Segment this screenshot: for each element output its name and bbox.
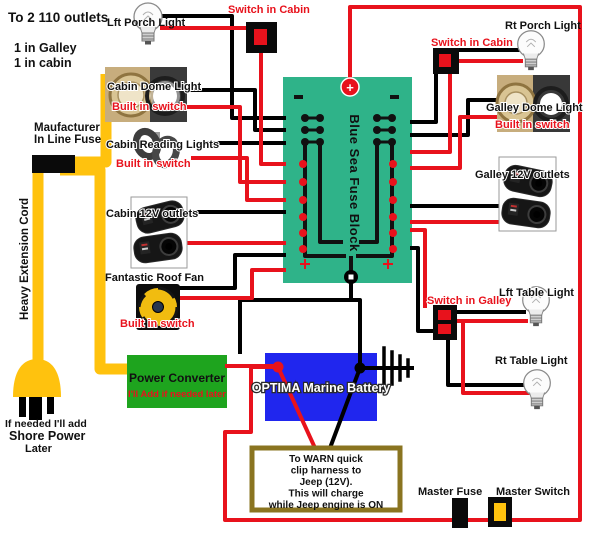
wire-dome-left-black [186,88,286,132]
label-extension-cord: Heavy Extension Cord [19,198,31,320]
hot-wires [160,5,582,522]
cabin-12v-outlets-photo [130,196,188,269]
cabin-switch-right [433,48,459,74]
wire-rtable-black [446,337,526,387]
wire-fan-red [174,268,286,300]
label-converter-note: I'll Add if needed later [128,389,226,400]
label-galley-note: 1 in Galley [14,41,77,55]
label-master-fuse: Master Fuse [418,486,482,498]
wire-reading-red [191,156,286,202]
positive-stud [340,77,360,97]
wire-block-ground-bus [238,298,362,370]
galley-switch [433,305,457,340]
label-galley-switch: Switch in Galley [427,295,512,307]
label-warn-5: while Jeep engine is ON [268,500,383,511]
label-reading-lights: Cabin Reading Lights [106,139,219,151]
wire-galley-switch-black [410,246,436,333]
label-cabin-note: 1 in cabin [14,56,72,70]
label-warn-2: clip harness to [291,466,362,477]
label-right-table-light: Rt Table Light [495,355,568,367]
cabin-reading-lights-photo [132,127,180,169]
right-table-bulb [523,369,551,410]
battery-pos-terminal [272,361,284,373]
roof-fan-photo [136,284,180,330]
label-fuse-block: Blue Sea Fuse Block [347,114,362,252]
wire-battery-neg-warn [327,365,363,451]
label-inline-fuse-1: Maufacturer [34,122,100,134]
plug-prong-middle [29,397,42,420]
label-fan-switch: Built in switch [120,318,195,330]
ac-cord-to-converter [60,164,127,375]
cabin-switch-left [246,22,277,53]
label-right-porch-light: Rt Porch Light [505,20,581,32]
label-roof-fan: Fantastic Roof Fan [105,272,204,284]
label-galley-dome-light: Galley Dome Light [486,102,583,114]
master-switch [488,497,512,527]
wire-battery-pos-warn [275,364,318,451]
label-cabin-switch-left: Switch in Cabin [228,4,310,16]
wire-porch-right-red-a [410,71,452,154]
label-battery: OPTIMA Marine Battery [252,381,391,395]
label-cabin-dome-light: Cabin Dome Light [107,81,201,93]
label-positive-stud: + [346,80,354,95]
label-cabin-switch-right: Switch in Cabin [431,37,513,49]
fuse-output-studs [299,160,397,253]
plug-prong-right [47,397,54,414]
label-shore-1: If needed I'll add [5,418,87,430]
shore-power-plug [13,359,61,420]
wire-galley-dome-red [410,115,499,170]
inline-fuse [32,155,75,173]
label-warn-3: Jeep (12V). [300,477,353,488]
master-fuse [452,498,468,528]
right-porch-bulb [517,30,545,71]
wire-rtable-red [461,319,530,395]
fuse-block-internals [294,77,399,284]
label-left-table-light: Lft Table Light [499,287,574,299]
label-reading-switch: Built in switch [116,158,191,170]
label-warn-1: To WARN quick [289,454,363,465]
wire-galley-switch-red [410,228,427,308]
wire-fan-black [176,253,286,290]
label-galley-dome-switch: Built in switch [495,119,570,131]
label-cabin-outlets: Cabin 12V outlets [106,208,198,220]
wire-porch-left-black [160,14,286,120]
wire-porch-left-red-b [259,51,286,166]
warn-note-box [249,445,403,513]
ground-symbol [382,346,410,390]
label-left-porch-light: Lft Porch Light [107,17,186,29]
galley-dome-light-photo [495,75,570,132]
plug-prong-left [19,397,26,417]
label-galley-outlets: Galley 12V outlets [475,169,570,181]
cabin-dome-light-photo [105,67,187,122]
wire-main-feed [223,5,582,522]
label-power-converter: Power Converter [129,371,225,385]
label-warn-4: This will charge [288,489,363,500]
label-master-switch: Master Switch [496,486,570,498]
wire-dome-left-red [181,105,286,184]
label-shore-2: Shore Power [9,429,86,443]
label-inline-fuse-2: In Line Fuse [34,134,101,146]
galley-12v-outlets-photo [498,156,557,232]
battery-neg-terminal [354,362,366,374]
label-cabin-dome-switch: Built in switch [112,101,187,113]
power-converter-box [127,355,227,408]
label-shore-3: Later [25,443,53,455]
wire-porch-right-black [410,48,524,124]
label-110-outlets: To 2 110 outlets [8,10,108,25]
